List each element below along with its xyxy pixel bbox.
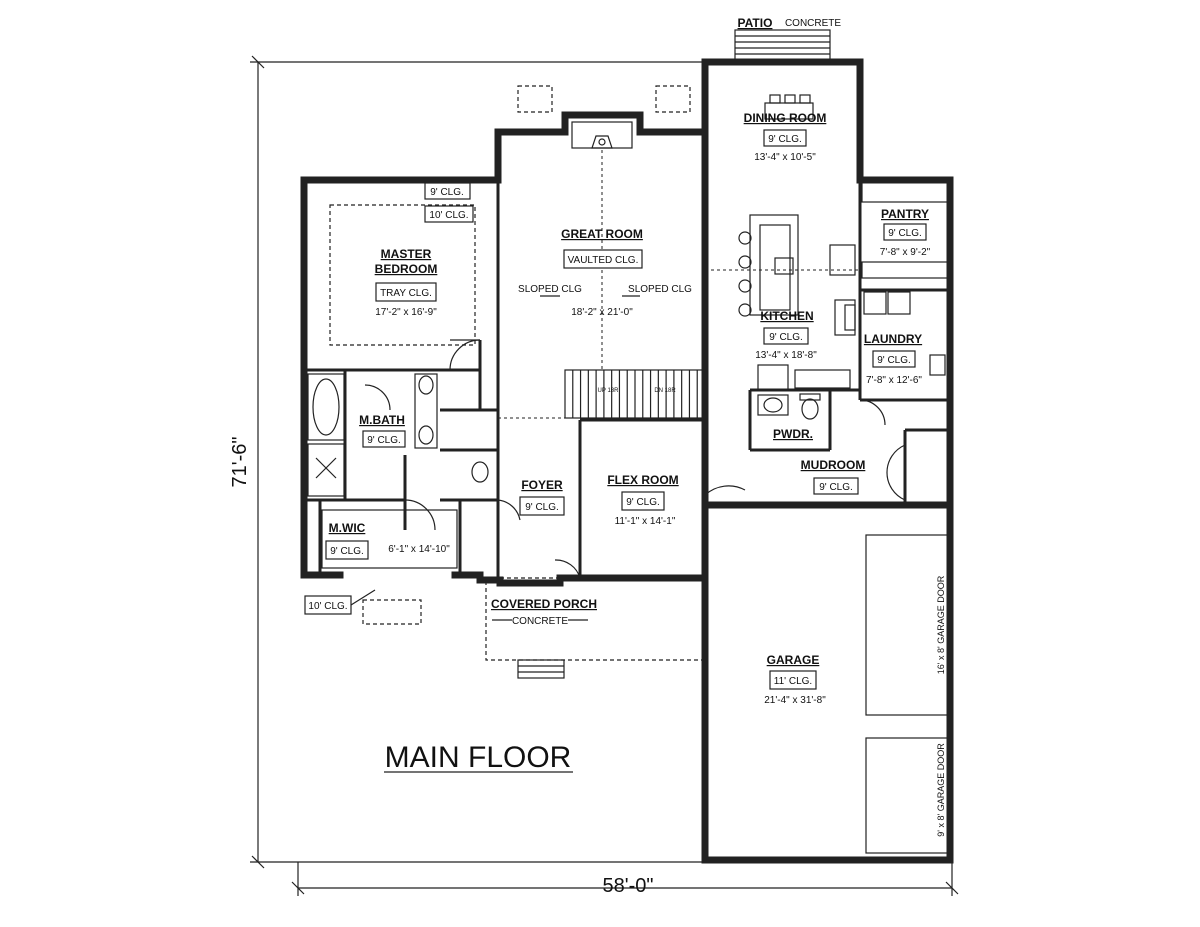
garage-door-1-label: 16' x 8' GARAGE DOOR: [936, 575, 946, 674]
kitchen-ceiling: 9' CLG.: [769, 332, 803, 343]
sloped-ceiling-left: SLOPED CLG: [518, 284, 582, 295]
kitchen-counters: [757, 244, 856, 391]
kitchen-size: 13'-4" x 18'-8": [755, 350, 817, 361]
garage-door-opening-1: [865, 534, 949, 716]
dining-room-size: 13'-4" x 10'-5": [754, 152, 816, 163]
garage-door-2-label: 9' x 8' GARAGE DOOR: [936, 743, 946, 837]
kitchen-label: KITCHEN: [760, 309, 813, 323]
master-bath-ceiling: 9' CLG.: [367, 435, 401, 446]
window-well-front: [362, 599, 422, 625]
pantry-shelf-2: [861, 261, 949, 279]
covered-porch-label: COVERED PORCH: [491, 597, 597, 611]
master-clg-b: 10' CLG.: [429, 210, 468, 221]
mwic-label: M.WIC: [329, 521, 366, 535]
laundry-label: LAUNDRY: [864, 332, 922, 346]
floor-title: MAIN FLOOR: [385, 741, 572, 774]
overall-width: 58'-0": [603, 875, 654, 897]
overall-depth: 71'-6": [229, 437, 251, 488]
master-bath-label: M.BATH: [359, 413, 405, 427]
master-bedroom-label-2: BEDROOM: [375, 262, 438, 276]
pantry-label: PANTRY: [881, 207, 929, 221]
great-room-label: GREAT ROOM: [561, 227, 643, 241]
interior-walls: [304, 132, 950, 580]
mudroom-label: MUDROOM: [801, 458, 866, 472]
window-well-right: [655, 85, 691, 113]
window-well-left: [517, 85, 553, 113]
pantry-size: 7'-8" x 9'-2": [880, 247, 931, 258]
master-ceiling: TRAY CLG.: [380, 288, 432, 299]
laundry-appliances: [863, 291, 946, 376]
garage-door-opening-2: [865, 737, 949, 854]
master-size: 17'-2" x 16'-9": [375, 307, 437, 318]
front-ceiling: 10' CLG.: [308, 601, 347, 612]
mudroom-ceiling: 9' CLG.: [819, 482, 853, 493]
flex-room-label: FLEX ROOM: [607, 473, 678, 487]
stairs: UP 18R DN 18R: [564, 369, 706, 419]
svg-text:DN 18R: DN 18R: [654, 388, 676, 394]
dimension-lines: [250, 55, 959, 896]
mwic-ceiling: 9' CLG.: [330, 546, 364, 557]
sloped-ceiling-right: SLOPED CLG: [628, 284, 692, 295]
powder-label: PWDR.: [773, 427, 813, 441]
dining-room-ceiling: 9' CLG.: [768, 134, 802, 145]
patio-label-group: PATIO CONCRETE: [738, 16, 842, 30]
flex-room-size: 11'-1" x 14'-1": [615, 516, 676, 527]
garage-size: 21'-4" x 31'-8": [764, 695, 826, 706]
svg-text:UP 18R: UP 18R: [598, 388, 620, 394]
covered-porch-area: [485, 577, 706, 679]
patio-label: PATIO: [738, 16, 773, 30]
master-bath-fixtures: [307, 373, 438, 497]
patio-steps: [734, 29, 831, 63]
great-room-ceiling: VAULTED CLG.: [568, 255, 639, 266]
pantry-shelf: [861, 181, 949, 203]
mwic-size: 6'-1" x 14'-10": [388, 544, 450, 555]
door-swings: [364, 339, 906, 579]
garage-label: GARAGE: [767, 653, 820, 667]
foyer-ceiling: 9' CLG.: [525, 502, 559, 513]
closet-shelf-outline: [321, 509, 458, 569]
patio-note: CONCRETE: [785, 18, 841, 29]
foyer-label: FOYER: [521, 478, 563, 492]
great-room-size: 18'-2" x 21'-0": [571, 307, 633, 318]
flex-room-ceiling: 9' CLG.: [626, 497, 660, 508]
dining-table: [764, 94, 814, 120]
powder-fixtures: [471, 393, 821, 483]
dining-room-label: DINING ROOM: [744, 111, 827, 125]
laundry-size: 7'-8" x 12'-6": [866, 375, 922, 386]
covered-porch-note: CONCRETE: [512, 616, 568, 627]
master-clg-a: 9' CLG.: [430, 187, 464, 198]
master-bedroom-label-1: MASTER: [381, 247, 432, 261]
kitchen-island: [738, 214, 799, 317]
garage-ceiling: 11' CLG.: [774, 676, 812, 687]
pantry-ceiling: 9' CLG.: [888, 228, 922, 239]
laundry-ceiling: 9' CLG.: [877, 355, 911, 366]
tray-ceiling-outline: [329, 204, 476, 346]
fireplace: [571, 121, 633, 149]
